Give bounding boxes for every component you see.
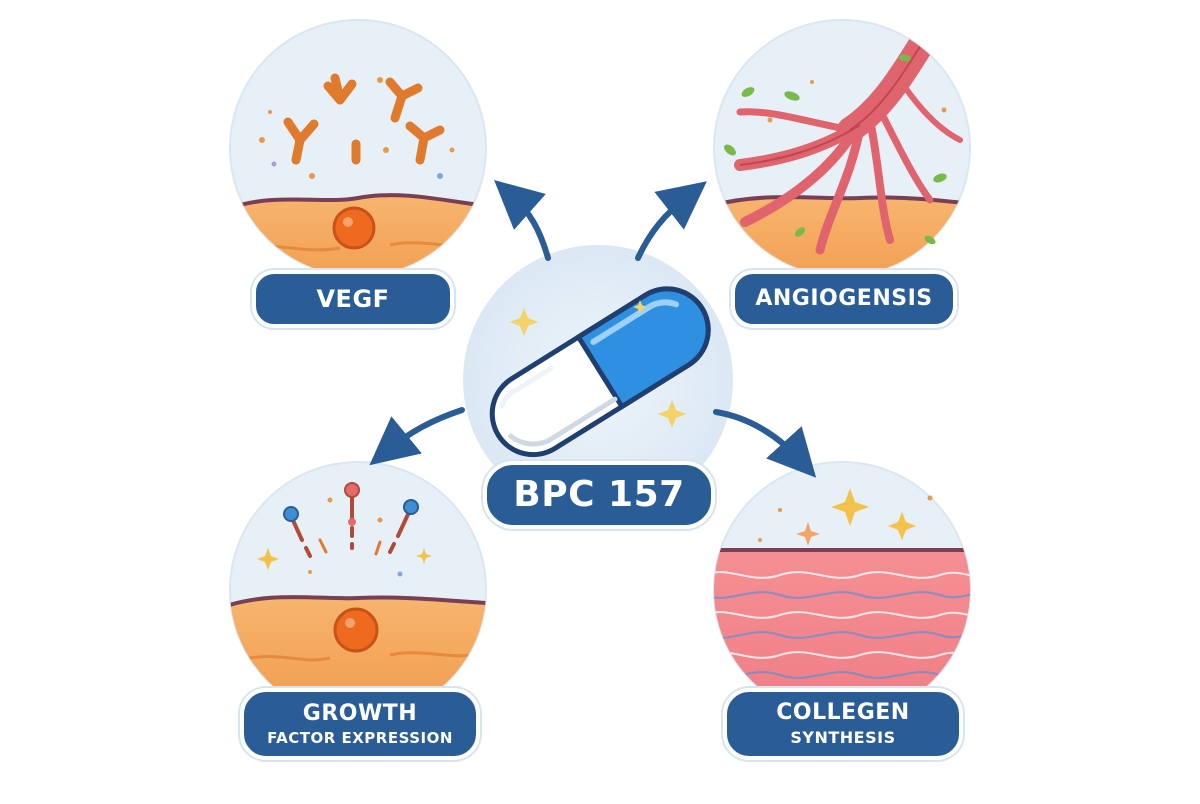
collagen-node <box>713 461 971 719</box>
growth-label: GROWTH FACTOR EXPRESSION <box>240 688 480 760</box>
growth-label-line1: GROWTH <box>302 700 418 726</box>
center-label: BPC 157 <box>483 461 715 529</box>
vegf-node <box>229 19 487 277</box>
signal-molecules-icon <box>283 482 419 558</box>
collagen-fibers-icon <box>714 571 970 679</box>
vegf-label-text: VEGF <box>316 284 390 313</box>
collagen-label-line1: COLLEGEN <box>776 700 910 726</box>
y-shaped-molecules-icon <box>283 73 445 165</box>
arrow-to-vegf <box>494 180 551 261</box>
arrows <box>369 180 817 478</box>
capsule-icon <box>489 286 711 458</box>
center-label-text: BPC 157 <box>513 474 685 516</box>
collagen-label-line2: SYNTHESIS <box>790 728 896 748</box>
sparkle-icon <box>796 488 916 546</box>
leaf-icon <box>724 54 947 245</box>
collagen-label: COLLEGEN SYNTHESIS <box>723 688 963 760</box>
arrow-to-collagen <box>713 409 817 478</box>
angiogenesis-node <box>713 19 971 277</box>
sparkle-icon <box>510 300 686 428</box>
arrow-to-growth <box>369 407 465 466</box>
center-node <box>463 245 733 515</box>
arrow-to-angiogenesis <box>635 181 707 261</box>
angiogenesis-label: ANGIOGENSIS <box>731 270 957 328</box>
angiogenesis-label-text: ANGIOGENSIS <box>755 285 933 311</box>
sparkle-icon <box>257 548 432 570</box>
vegf-label: VEGF <box>252 270 454 328</box>
growth-label-line2: FACTOR EXPRESSION <box>267 728 453 747</box>
growth-node <box>229 461 487 719</box>
